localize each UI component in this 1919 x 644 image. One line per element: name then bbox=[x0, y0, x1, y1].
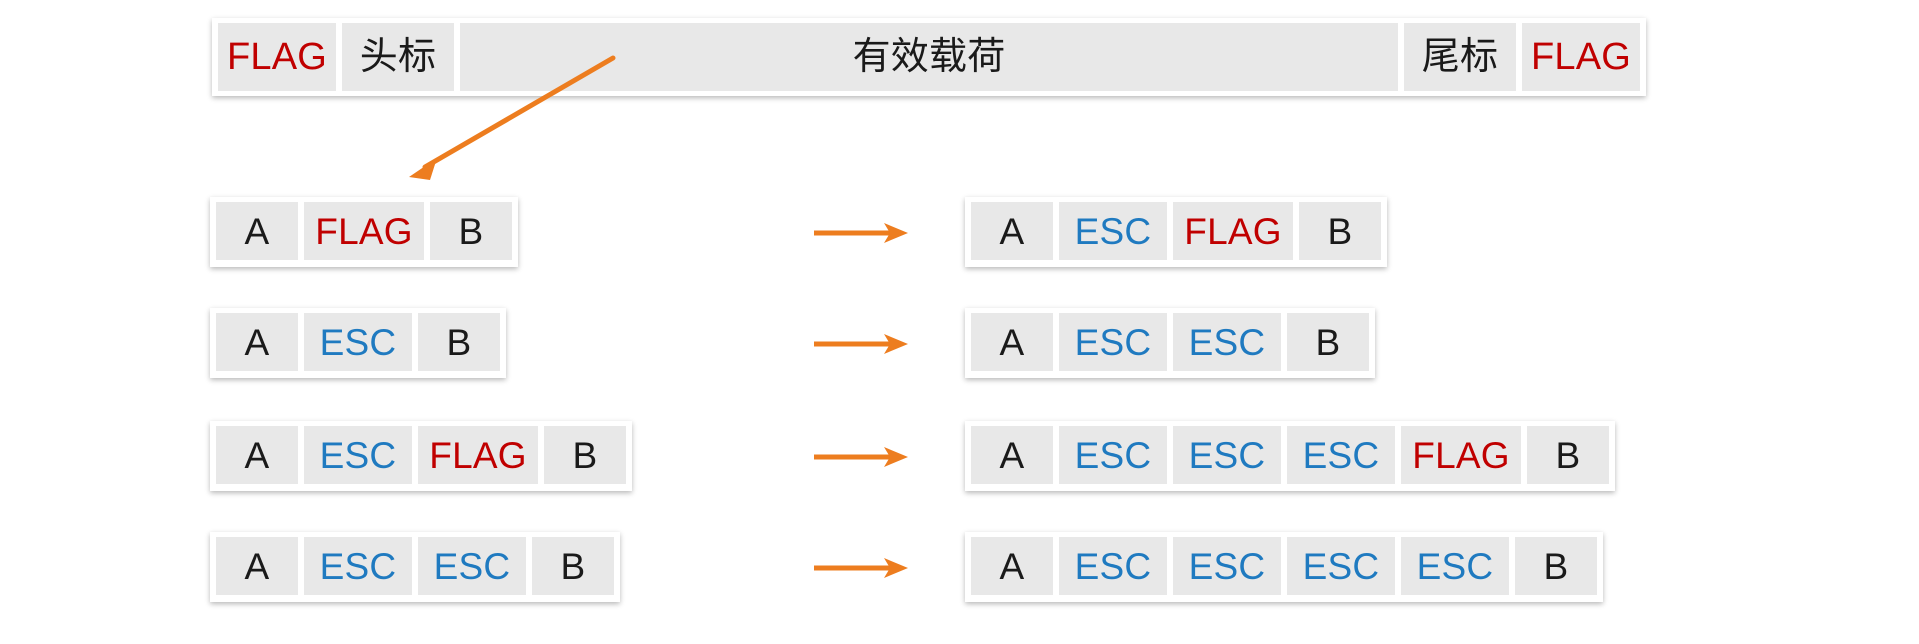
frame-cell-trailer: 尾标 bbox=[1404, 23, 1516, 91]
cell-esc: ESC bbox=[1287, 537, 1395, 595]
cell-b: B bbox=[1527, 426, 1609, 484]
cell-b: B bbox=[1287, 313, 1369, 371]
cell-flag: FLAG bbox=[1173, 202, 1293, 260]
cell-esc: ESC bbox=[1059, 537, 1167, 595]
cell-b: B bbox=[544, 426, 626, 484]
frame-structure-bar: FLAG 头标 有效载荷 尾标 FLAG bbox=[212, 18, 1646, 96]
cell-a: A bbox=[216, 537, 298, 595]
cell-b: B bbox=[1299, 202, 1381, 260]
transform-arrow-icon-row-3 bbox=[812, 444, 912, 470]
cell-esc: ESC bbox=[1059, 202, 1167, 260]
cell-a: A bbox=[216, 313, 298, 371]
cell-flag: FLAG bbox=[418, 426, 538, 484]
cell-esc: ESC bbox=[304, 426, 412, 484]
cell-esc: ESC bbox=[1173, 537, 1281, 595]
cell-a: A bbox=[971, 313, 1053, 371]
frame-cell-header: 头标 bbox=[342, 23, 454, 91]
cell-esc: ESC bbox=[304, 313, 412, 371]
cell-a: A bbox=[971, 202, 1053, 260]
frame-cell-leading-flag: FLAG bbox=[218, 23, 336, 91]
cell-a: A bbox=[971, 426, 1053, 484]
cell-a: A bbox=[216, 426, 298, 484]
transform-arrow-icon-row-1 bbox=[812, 220, 912, 246]
frame-cell-trailing-flag: FLAG bbox=[1522, 23, 1640, 91]
cell-b: B bbox=[532, 537, 614, 595]
cell-flag: FLAG bbox=[1401, 426, 1521, 484]
payload-pointer-arrow bbox=[395, 45, 630, 190]
cell-b: B bbox=[430, 202, 512, 260]
cell-esc: ESC bbox=[1173, 313, 1281, 371]
cell-b: B bbox=[418, 313, 500, 371]
frame-cell-payload: 有效载荷 bbox=[460, 23, 1398, 91]
transform-arrow-icon-row-2 bbox=[812, 331, 912, 357]
cell-esc: ESC bbox=[304, 537, 412, 595]
cell-b: B bbox=[1515, 537, 1597, 595]
cell-esc: ESC bbox=[1401, 537, 1509, 595]
cell-esc: ESC bbox=[1059, 313, 1167, 371]
cell-a: A bbox=[216, 202, 298, 260]
cell-a: A bbox=[971, 537, 1053, 595]
cell-esc: ESC bbox=[418, 537, 526, 595]
transform-arrow-icon-row-4 bbox=[812, 555, 912, 581]
cell-flag: FLAG bbox=[304, 202, 424, 260]
cell-esc: ESC bbox=[1059, 426, 1167, 484]
cell-esc: ESC bbox=[1287, 426, 1395, 484]
cell-esc: ESC bbox=[1173, 426, 1281, 484]
